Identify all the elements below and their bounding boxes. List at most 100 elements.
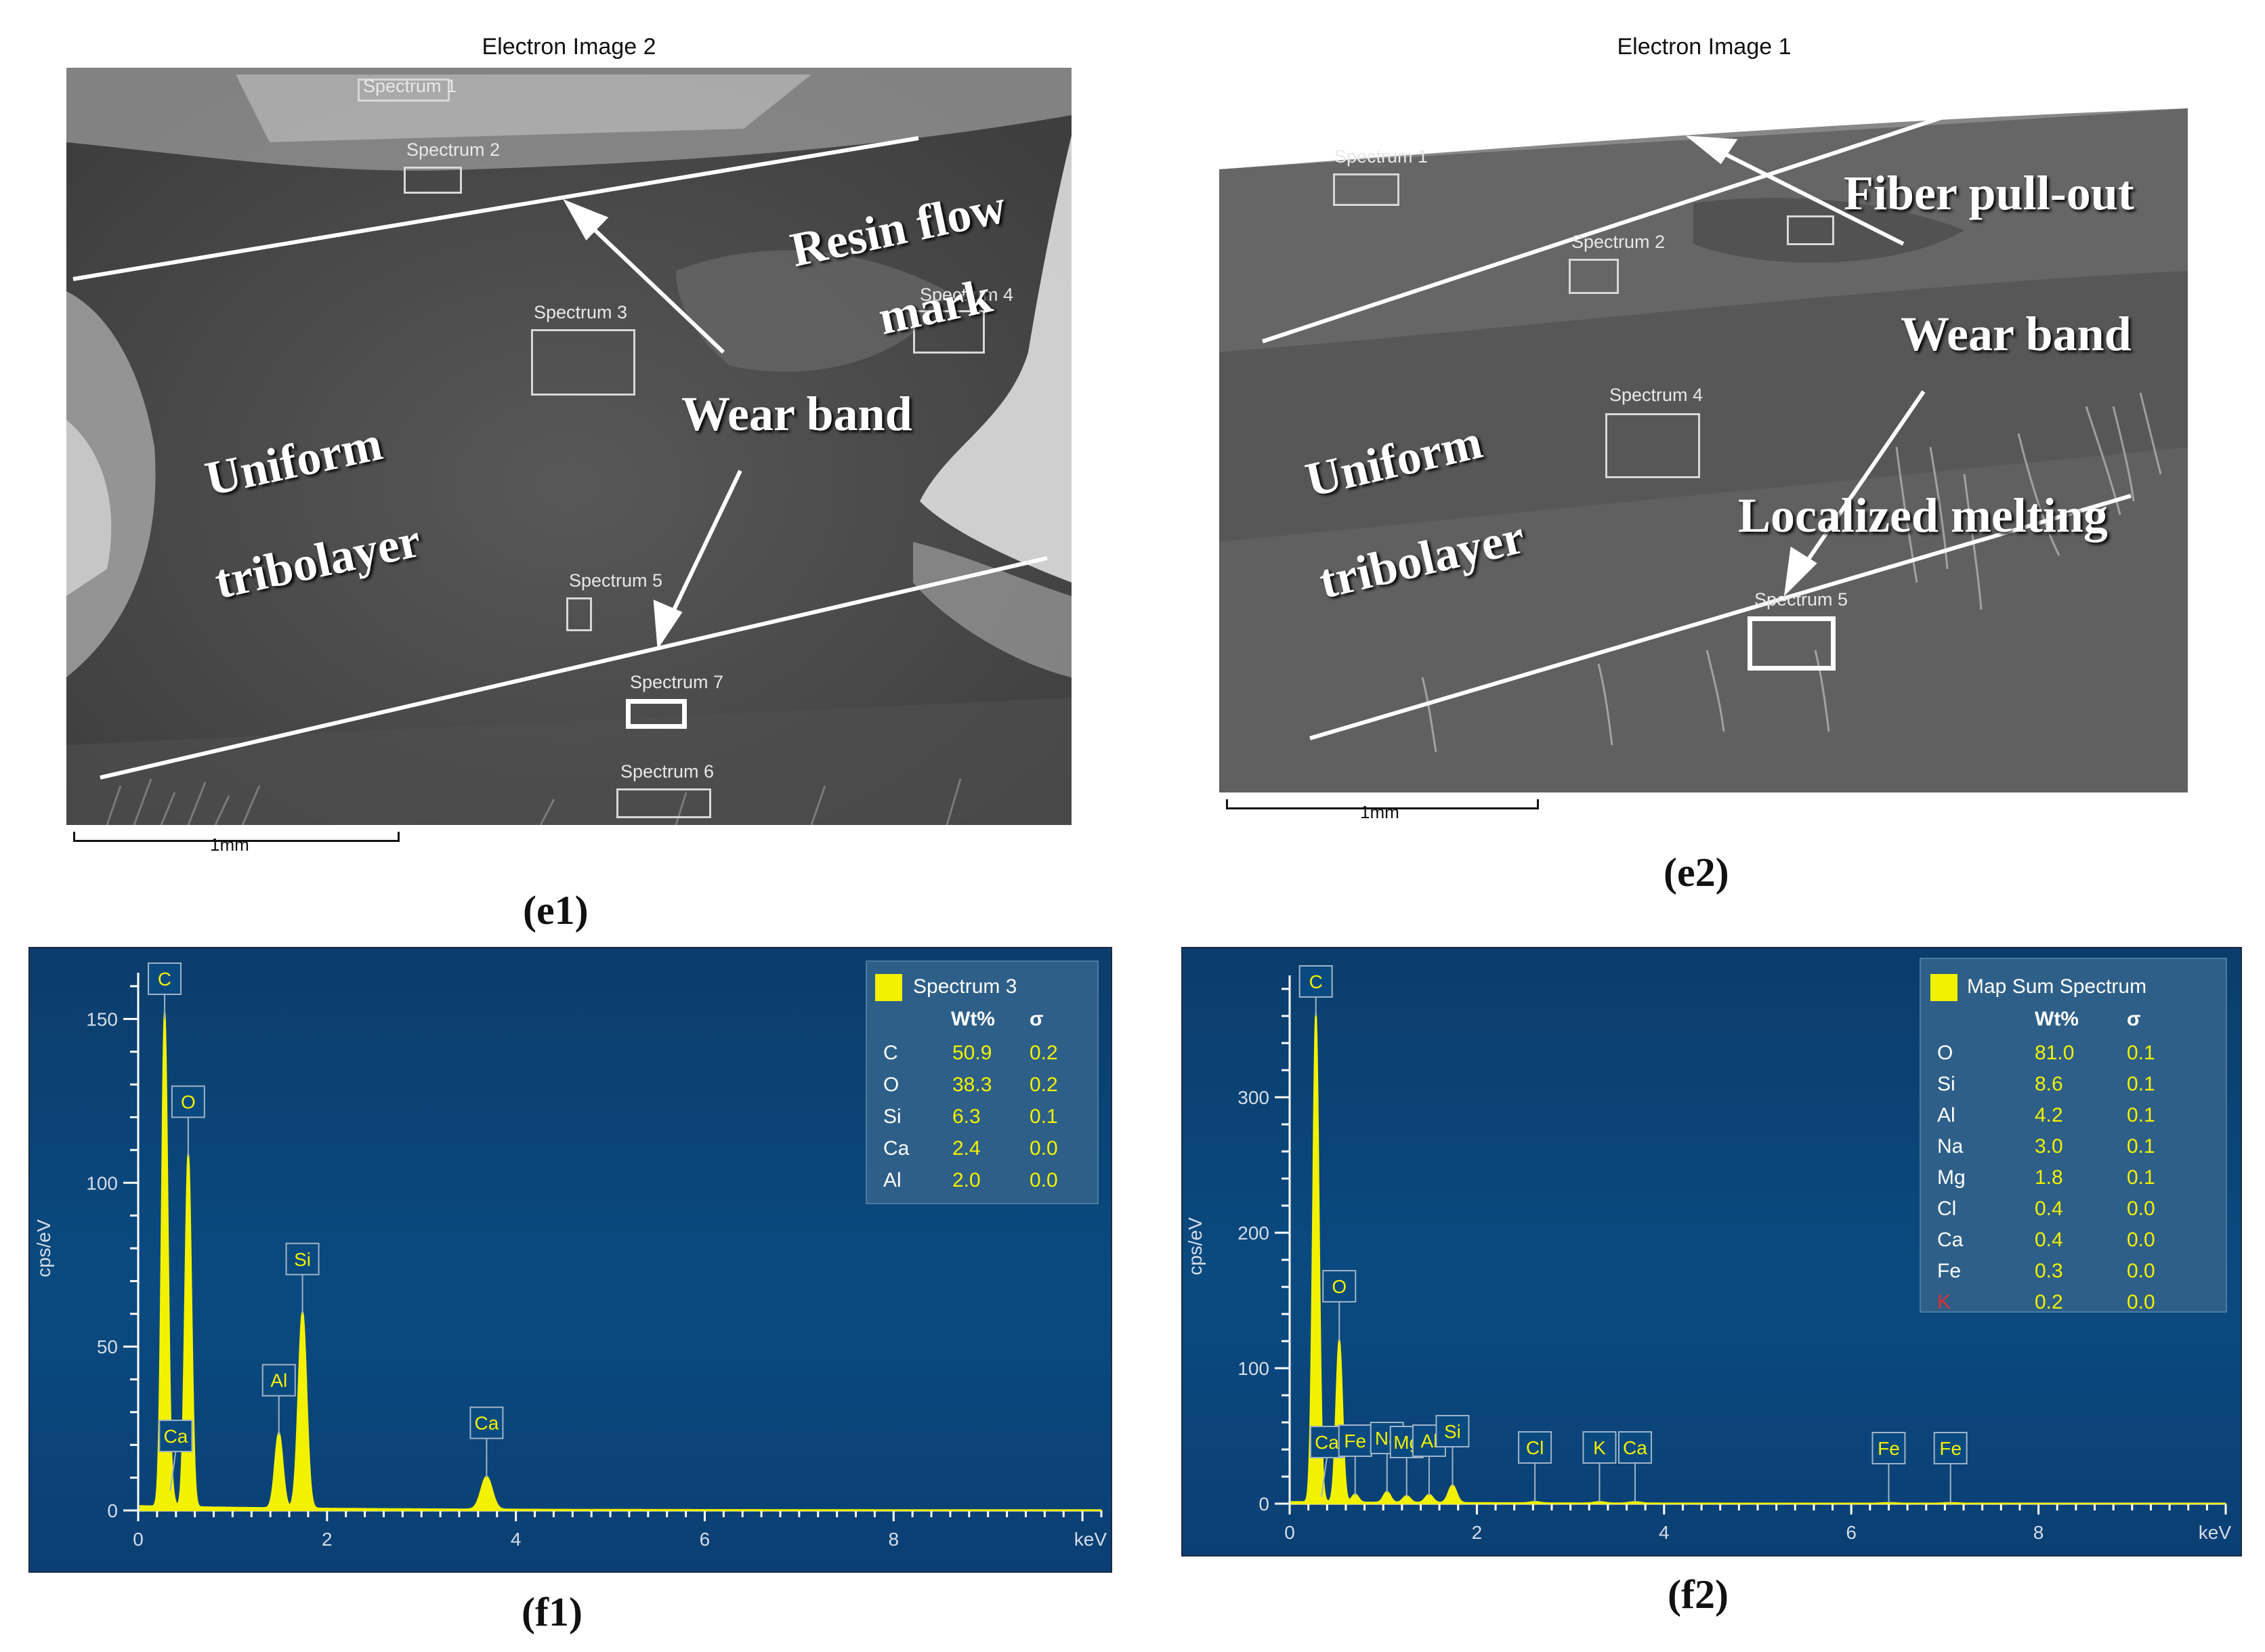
x-axis-label: keV [2199,1522,2232,1543]
peak-label-box [1871,1432,1906,1464]
e2-sem-texture [1219,68,2188,792]
f1-col-sigma: σ [1030,1008,1044,1030]
peak-label: C [1309,971,1323,992]
f2-row-wt: 3.0 [2035,1135,2063,1158]
e1-spectrum-7-box [626,699,687,729]
f1-row-element: Si [883,1105,902,1128]
x-tick-label: 8 [889,1529,899,1550]
x-tick-label: 4 [1659,1522,1670,1543]
e1-spectrum-7-label: Spectrum 7 [630,672,724,692]
e2-spectrum-fiber-box [1787,215,1834,245]
f2-row-sigma: 0.0 [2127,1291,2155,1313]
peak-label: O [181,1092,196,1113]
x-tick-label: 6 [1846,1522,1857,1543]
e1-sem-texture [66,68,1072,825]
spectrum-series [1290,1013,2226,1504]
e1-spectrum-4-label: Spectrum 4 [920,284,1014,305]
f2-row-wt: 0.3 [2035,1260,2063,1282]
f2-panel-label: (f2) [1668,1572,1729,1617]
peak-label: Al [270,1370,287,1391]
f2-row-wt: 0.4 [2035,1229,2063,1251]
f2-row-sigma: 0.0 [2127,1229,2155,1251]
peak-leader [1320,1457,1328,1498]
peak-label-box [1322,1270,1357,1302]
f2-row-element: Cl [1937,1198,1957,1220]
peak-label-box [158,1419,193,1452]
peak-label-box [171,1085,205,1118]
peak-label: Ca [1315,1432,1339,1453]
f1-row-wt: 50.9 [952,1042,992,1064]
f1-row-element: C [883,1042,898,1064]
f2-legend-swatch [1930,974,1957,1001]
e2-scale-bar [1226,799,1539,809]
peak-label: K [1593,1437,1606,1458]
peak-label: Si [294,1249,311,1270]
e2-spectrum-2-label: Spectrum 2 [1571,232,1666,252]
peak-label: Si [1444,1421,1461,1442]
f2-row-wt: 0.2 [2035,1291,2063,1313]
peak-leader [169,1451,177,1491]
y-tick-label: 0 [1258,1494,1269,1515]
y-tick-label: 300 [1237,1087,1269,1108]
e1-sem-image: Spectrum 1 Spectrum 2 Spectrum 3 Spectru… [66,68,1072,825]
y-tick-label: 0 [107,1500,118,1521]
f2-row-wt: 0.4 [2035,1198,2063,1220]
e2-panel-label: (e2) [1664,850,1729,895]
e1-spectrum-6-label: Spectrum 6 [620,761,715,782]
f2-row-element: Fe [1937,1260,1962,1282]
f2-col-wt: Wt% [2035,1008,2079,1030]
e1-spectrum-1-box [358,79,450,102]
x-axis-label: keV [1074,1529,1107,1550]
e2-spectrum-4-box [1605,413,1700,478]
f1-row-element: O [883,1074,899,1096]
e2-wear-band-label: Wear band [1901,307,2132,361]
peak-label-box [1933,1432,1968,1464]
peak-label: Al [1420,1431,1437,1452]
f1-row-wt: 2.0 [952,1169,981,1191]
e1-wear-band-label: Wear band [681,387,912,441]
x-tick-label: 8 [2033,1522,2044,1543]
peak-label-box [1435,1415,1470,1447]
e1-panel-label: (e1) [523,888,589,933]
e2-spectrum-5-box [1748,616,1836,671]
e1-spectrum-6-box [616,788,711,818]
f2-row-sigma: 0.0 [2127,1260,2155,1282]
f1-row-sigma: 0.0 [1030,1169,1058,1191]
f1-row-wt: 38.3 [952,1074,992,1096]
peak-label-box [261,1363,296,1397]
e1-image-title: Electron Image 2 [482,34,656,60]
f2-row-element: Al [1937,1104,1955,1126]
f1-row-wt: 6.3 [952,1105,981,1128]
peak-label: Cl [1526,1437,1544,1458]
f1-row-sigma: 0.0 [1030,1137,1058,1160]
x-tick-label: 0 [133,1529,144,1550]
peak-label-box [1582,1431,1617,1464]
x-tick-label: 0 [1284,1522,1295,1543]
e1-scale-bar [73,832,400,842]
peak-label-box [148,962,182,995]
e2-fiber-pullout-label: Fiber pull-out [1844,166,2134,220]
peak-label: Ca [475,1413,499,1434]
f1-row-element: Al [883,1169,902,1191]
peak-label-box [1309,1426,1344,1458]
f2-row-element: Mg [1937,1166,1966,1189]
f2-row-sigma: 0.1 [2127,1104,2155,1126]
e1-spectrum-3-label: Spectrum 3 [534,302,628,322]
e1-spectrum-4-box [913,310,985,354]
x-tick-label: 2 [322,1529,333,1550]
f1-row-element: Ca [883,1137,910,1160]
f1-col-wt: Wt% [951,1008,995,1030]
f2-col-sigma: σ [2127,1008,2141,1030]
f1-row-wt: 2.4 [952,1137,981,1160]
e1-spectrum-2-box [404,167,462,194]
f1-row-sigma: 0.1 [1030,1105,1058,1128]
e1-spectrum-1-label: Spectrum 1 [363,76,457,96]
x-tick-label: 6 [700,1529,711,1550]
e2-spectrum-2-box [1569,259,1619,294]
f1-legend-title: Spectrum 3 [913,975,1017,998]
y-axis-label: cps/eV [33,1219,54,1277]
